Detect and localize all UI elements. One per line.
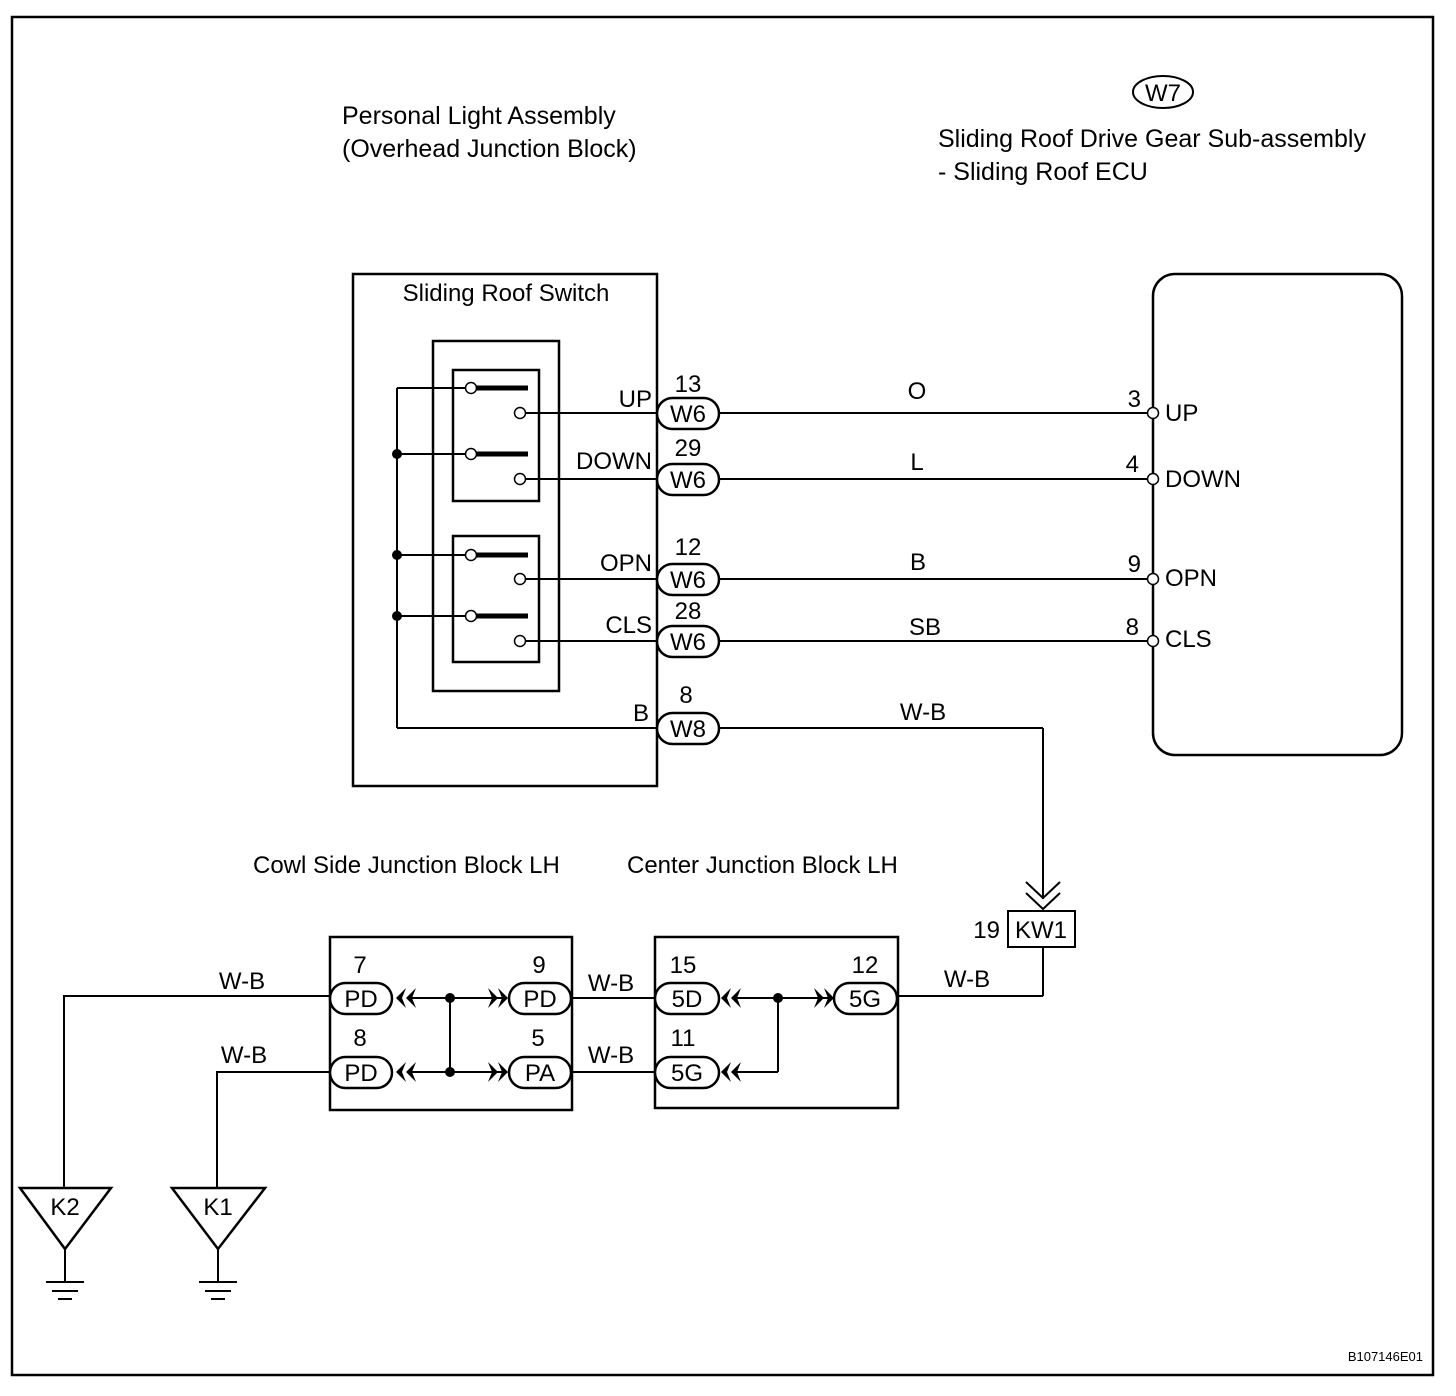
wire-color-l: L — [910, 449, 923, 476]
svg-text:W-B: W-B — [588, 970, 634, 997]
pin-5-pa: 5 — [531, 1025, 544, 1052]
wire-cowl-center-lower: W-B — [571, 1042, 655, 1073]
svg-text:5G: 5G — [671, 1060, 703, 1087]
switch-contacts — [464, 381, 528, 648]
pin-13: 13 — [675, 371, 702, 398]
cowl-internal-wiring — [396, 988, 508, 1082]
switch-label-b: B — [633, 700, 649, 727]
connector-w6-down: W6 — [670, 467, 706, 494]
svg-text:PA: PA — [525, 1060, 555, 1087]
svg-text:PD: PD — [344, 986, 377, 1013]
ecu-label-up: UP — [1165, 400, 1198, 427]
pin-8-w8: 8 — [679, 682, 692, 709]
ecu-title: Sliding Roof Drive Gear Sub-assembly — [938, 125, 1366, 153]
connector-w6-opn: W6 — [670, 567, 706, 594]
center-junction-block — [653, 935, 900, 1110]
wire-color-sb: SB — [909, 614, 941, 641]
circuit-down: DOWN 29 W6 L 4 DOWN — [526, 435, 1241, 497]
ecu-subtitle: - Sliding Roof ECU — [938, 158, 1148, 186]
svg-text:PD: PD — [344, 1060, 377, 1087]
switch-label-up: UP — [619, 386, 652, 413]
wire-color-b: B — [910, 549, 926, 576]
diagram-frame — [10, 15, 1435, 1377]
connector-5g-11: 11 5G — [653, 1025, 721, 1090]
wire-color-o: O — [908, 378, 927, 405]
pin-12-5g: 12 — [852, 952, 879, 979]
connector-w8: W8 — [670, 716, 706, 743]
pin-9-pd: 9 — [532, 952, 545, 979]
switch-lower-element — [451, 534, 541, 664]
connector-5d-15: 15 5D — [653, 952, 721, 1016]
connector-5g-12: 12 5G — [832, 952, 899, 1016]
wire-k1: W-B — [216, 1042, 330, 1188]
kw1-pin: 19 — [973, 917, 1000, 944]
circuit-up: UP 13 W6 O 3 UP — [526, 371, 1198, 431]
switch-upper-element — [451, 368, 541, 503]
pin-11: 11 — [671, 1025, 696, 1052]
ecu-pin-3: 3 — [1128, 386, 1141, 413]
pin-12-w6: 12 — [675, 534, 702, 561]
kw1-connector: 19 KW1 — [973, 910, 1076, 996]
cowl-block-title: Cowl Side Junction Block LH — [253, 852, 560, 879]
switch-common-bus — [392, 387, 657, 729]
ecu-pin-9: 9 — [1128, 551, 1141, 578]
svg-text:5G: 5G — [849, 986, 881, 1013]
wire-k2: W-B — [63, 968, 330, 1188]
connector-w6-up: W6 — [670, 401, 706, 428]
personal-light-subtitle: (Overhead Junction Block) — [342, 135, 637, 163]
svg-text:W-B: W-B — [944, 966, 990, 993]
svg-text:5D: 5D — [672, 986, 703, 1013]
ground-k2: K2 — [17, 1186, 114, 1300]
ground-k2-label: K2 — [50, 1194, 79, 1221]
pin-29: 29 — [675, 435, 702, 462]
ground-k1: K1 — [169, 1186, 268, 1300]
switch-label-opn: OPN — [600, 550, 652, 577]
center-block-title: Center Junction Block LH — [627, 852, 898, 879]
switch-label-cls: CLS — [605, 612, 652, 639]
connector-pd-7: 7 PD — [328, 952, 394, 1016]
pin-28: 28 — [675, 598, 702, 625]
svg-text:PD: PD — [523, 986, 556, 1013]
circuit-cls: CLS 28 W6 SB 8 CLS — [526, 598, 1212, 659]
drawing-code: B107146E01 — [1348, 1349, 1423, 1364]
svg-text:W7: W7 — [1145, 80, 1181, 107]
kw1-label: KW1 — [1015, 917, 1067, 944]
switch-box — [351, 272, 659, 788]
switch-label-down: DOWN — [576, 448, 652, 475]
center-internal-wiring — [721, 988, 834, 1082]
pin-15: 15 — [670, 952, 697, 979]
ecu-label-opn: OPN — [1165, 565, 1217, 592]
ecu-label-down: DOWN — [1165, 466, 1241, 493]
pin-7: 7 — [353, 952, 366, 979]
svg-text:W-B: W-B — [588, 1042, 634, 1069]
connector-pd-9: 9 PD — [507, 952, 573, 1016]
ecu-connector-tag: W7 — [1132, 75, 1194, 109]
switch-inner-box — [431, 339, 561, 693]
switch-title: Sliding Roof Switch — [403, 280, 610, 307]
ecu-pin-8: 8 — [1126, 614, 1139, 641]
personal-light-title: Personal Light Assembly — [342, 102, 616, 130]
circuit-ground-switch: B 8 W8 W-B — [633, 682, 1061, 911]
connector-w6-cls: W6 — [670, 629, 706, 656]
ground-k1-label: K1 — [203, 1194, 232, 1221]
svg-text:W-B: W-B — [219, 968, 265, 995]
ecu-label-cls: CLS — [1165, 626, 1212, 653]
ecu-pin-4: 4 — [1126, 451, 1139, 478]
wire-center-kw1: W-B — [897, 966, 1043, 997]
wire-cowl-center-upper: W-B — [571, 970, 655, 999]
connector-pd-8: 8 PD — [328, 1025, 394, 1090]
connector-pa-5: 5 PA — [507, 1025, 573, 1090]
cowl-junction-block — [328, 935, 574, 1112]
circuit-opn: OPN 12 W6 B 9 OPN — [526, 534, 1217, 597]
wire-color-w-b-top: W-B — [900, 699, 946, 726]
pin-8-pd: 8 — [353, 1025, 366, 1052]
ecu-box — [1151, 272, 1404, 757]
svg-text:W-B: W-B — [221, 1042, 267, 1069]
